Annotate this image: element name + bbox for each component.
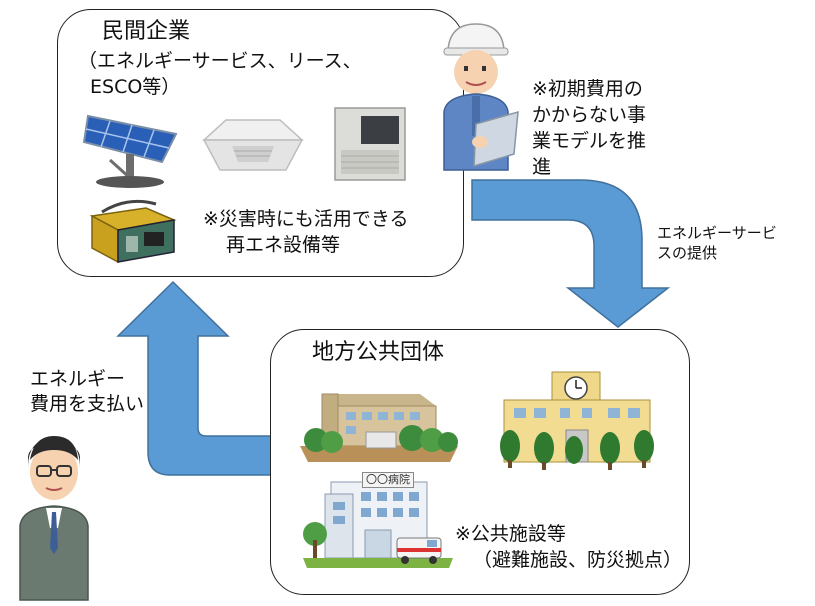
initial-cost-note-line2: かからない事 [532,104,647,126]
service-provision-line2: スの提供 [657,244,718,262]
initial-cost-note-line1: ※初期費用の [532,78,643,100]
ceiling-air-conditioner-icon [202,119,304,171]
service-provision-line1: エネルギーサービ [657,224,777,242]
school-building-icon [500,371,654,470]
private-sector-title: 民間企業 [102,19,191,44]
initial-cost-note-line3: 業モデルを推 [532,130,647,152]
generator-icon [89,199,177,264]
disaster-note-line2: 再エネ設備等 [226,234,341,256]
office-building-icon [300,393,458,462]
storage-unit-icon [334,107,406,181]
facilities-note-line1: ※公共施設等 [455,523,566,545]
local-government-title: 地方公共団体 [312,340,445,365]
payment-label-line2: 費用を支払い [30,393,145,415]
hospital-sign: 〇〇病院 [362,472,414,488]
worker-with-tablet-icon [443,23,519,171]
hospital-icon [303,481,453,568]
initial-cost-note-line4: 進 [532,156,552,178]
facilities-note-line2: （避難施設、防災拠点） [473,549,683,571]
private-sector-subtitle-line2: ESCO等） [90,76,181,98]
disaster-note-line1: ※災害時にも活用できる [203,208,409,230]
official-person-icon [19,436,89,601]
private-sector-subtitle-line1: （エネルギーサービス、リース、 [78,50,362,72]
solar-panel-icon [82,114,178,188]
payment-label-line1: エネルギー [30,368,126,390]
